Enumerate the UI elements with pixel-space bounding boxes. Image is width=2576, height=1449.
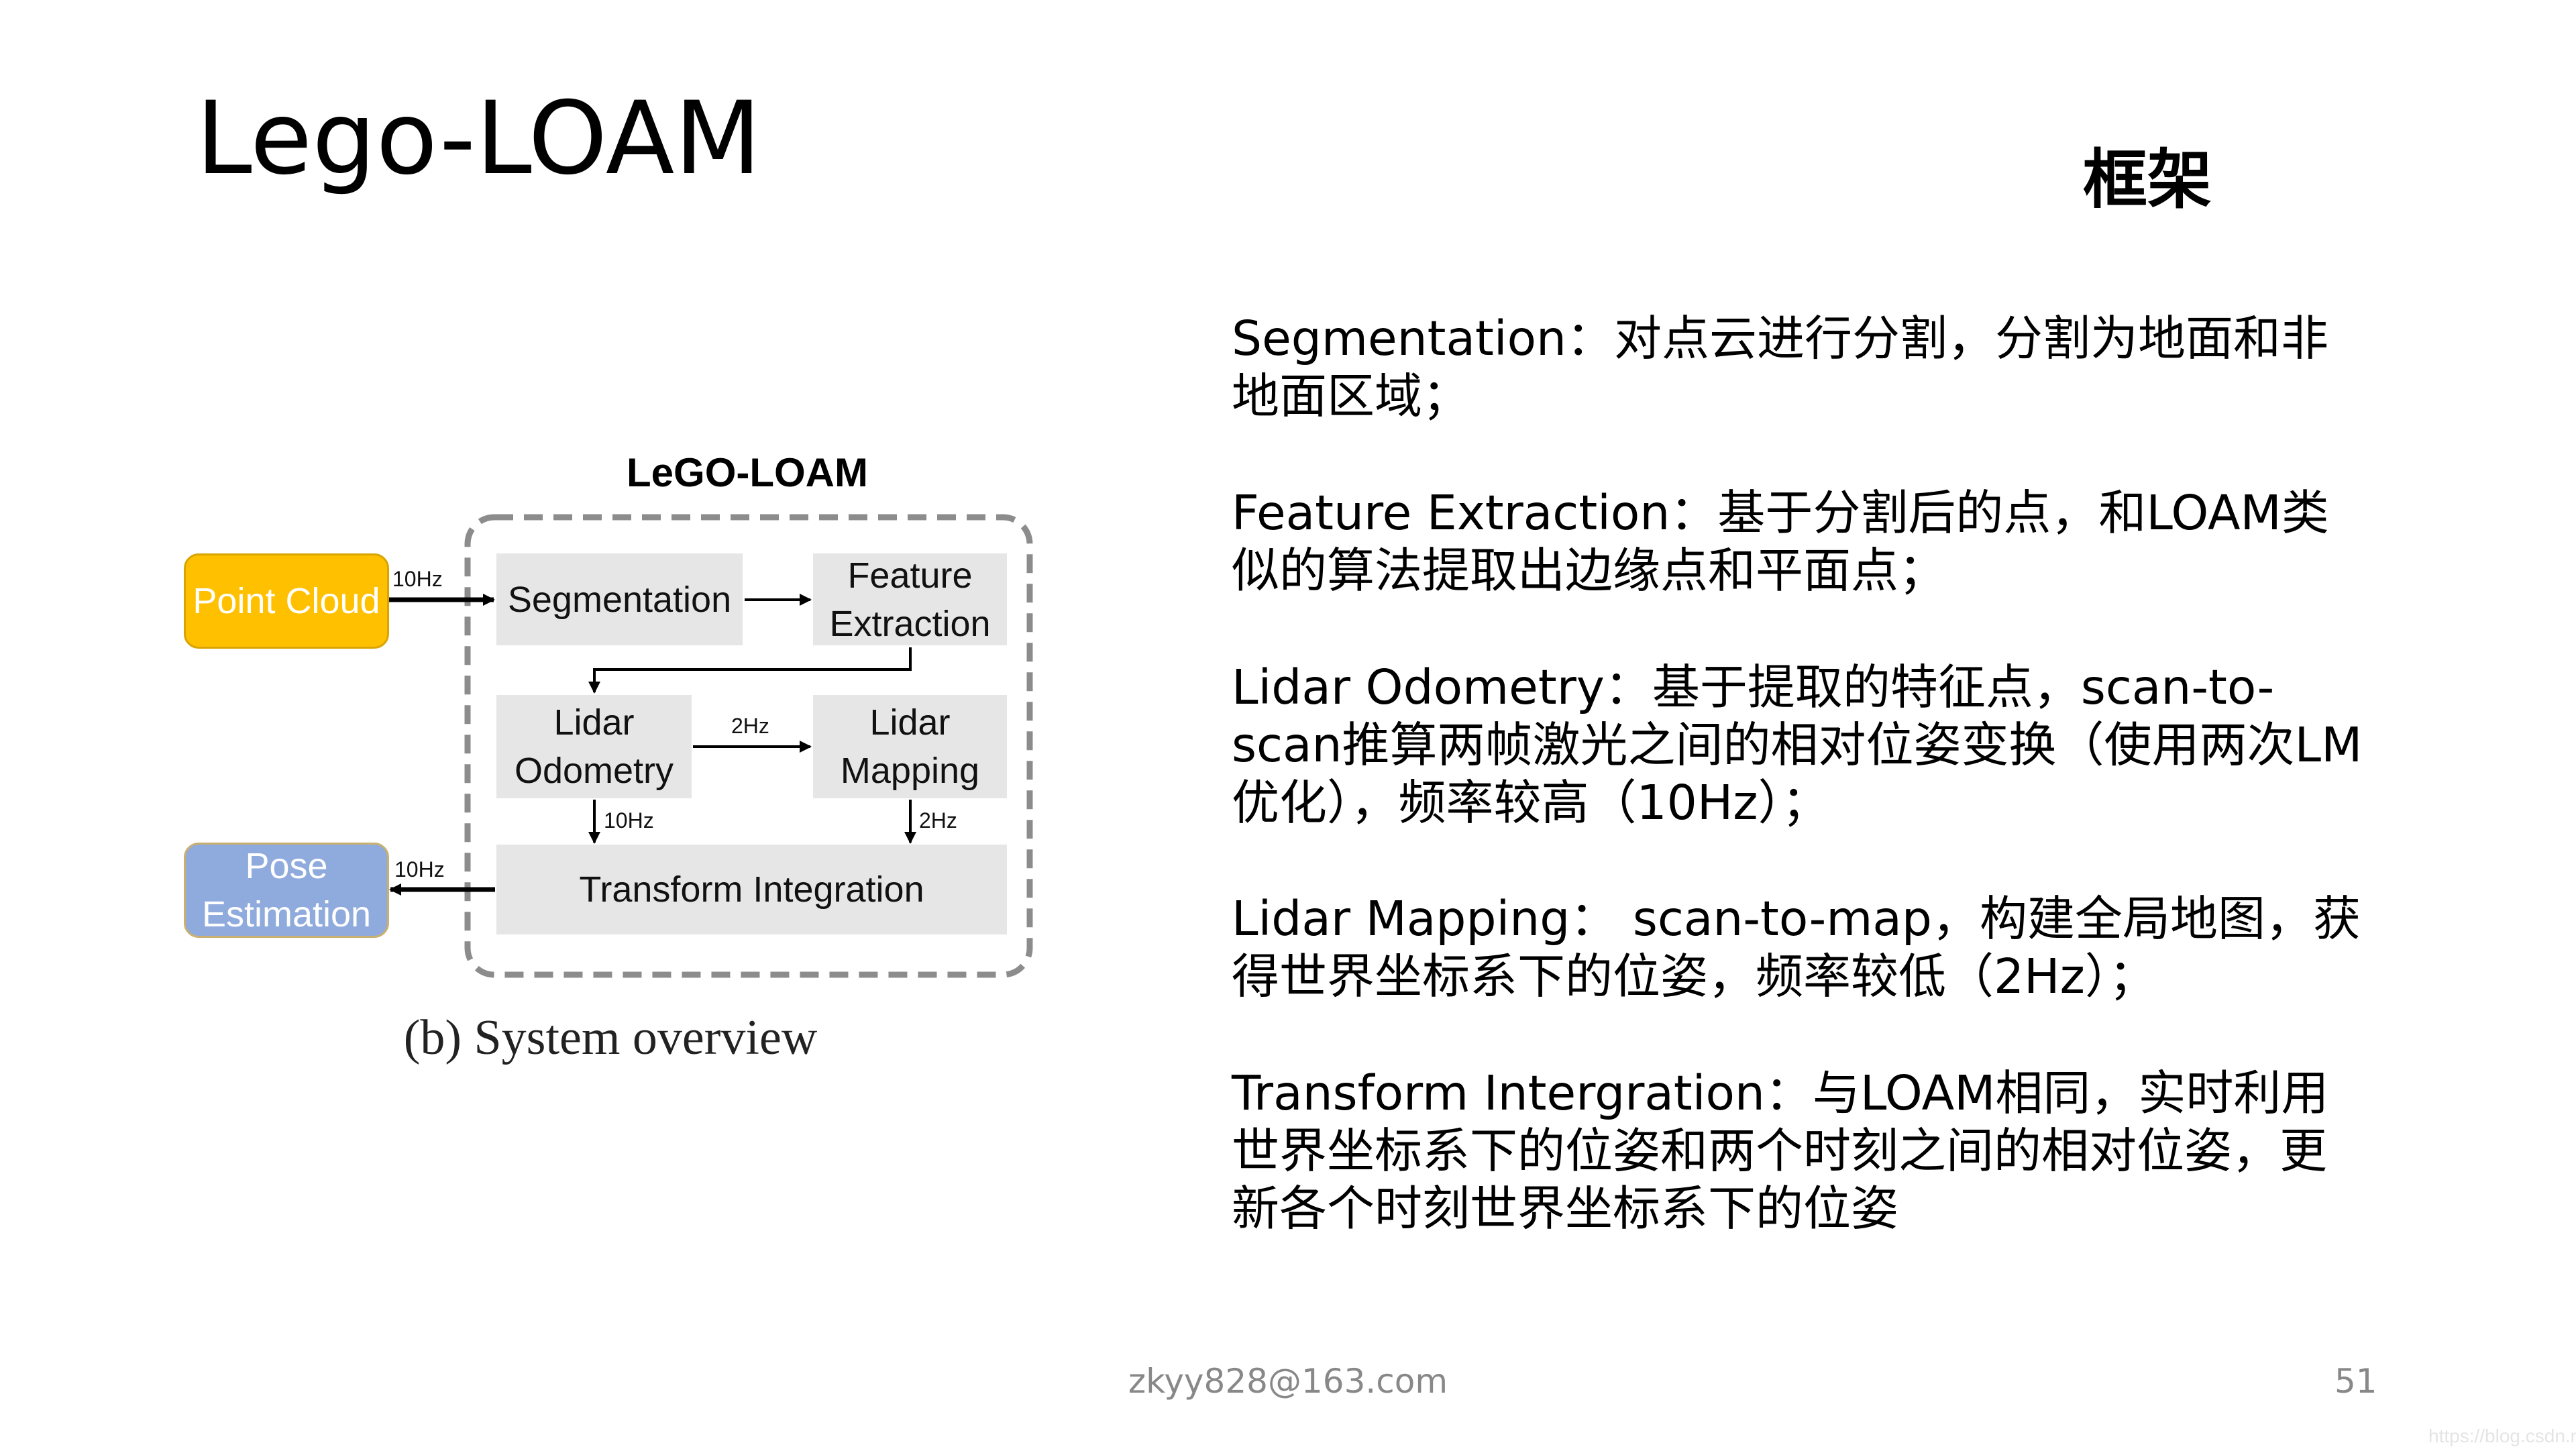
footer-email: zkyy828@163.com bbox=[1128, 1362, 1448, 1401]
paragraph-segmentation: Segmentation：对点云进行分割，分割为地面和非地面区域； bbox=[1232, 311, 2329, 424]
transform-integration-node: Transform Integration bbox=[496, 845, 1007, 934]
segmentation-node: Segmentation bbox=[496, 553, 743, 645]
slide-title: Lego-LOAM bbox=[196, 80, 761, 197]
rate-label-odom-to-map: 2Hz bbox=[731, 714, 769, 738]
paragraph-transform-integration: Transform Intergration：与LOAM相同，实时利用世界坐标系… bbox=[1232, 1065, 2329, 1236]
feature-extraction-node: Feature Extraction bbox=[813, 553, 1007, 645]
page-number: 51 bbox=[2334, 1362, 2377, 1401]
rate-label-map-down: 2Hz bbox=[919, 808, 957, 833]
diagram-title: LeGO-LOAM bbox=[627, 450, 868, 495]
watermark: https://blog.csdn.net/zkk9527 bbox=[2428, 1426, 2576, 1446]
slide-subtitle: 框架 bbox=[2083, 142, 2212, 217]
paragraph-feature-extraction: Feature Extraction：基于分割后的点，和LOAM类似的算法提取出… bbox=[1232, 485, 2329, 598]
paragraph-lidar-mapping: Lidar Mapping： scan-to-map，构建全局地图，获得世界坐标… bbox=[1232, 891, 2361, 1004]
figure-caption: (b) System overview bbox=[403, 1010, 818, 1065]
lidar-odometry-node: Lidar Odometry bbox=[496, 695, 692, 798]
paragraph-lidar-odometry: Lidar Odometry：基于提取的特征点，scan-to-scan推算两帧… bbox=[1232, 659, 2363, 830]
rate-label-input: 10Hz bbox=[392, 567, 443, 591]
rate-label-odom-down: 10Hz bbox=[604, 808, 654, 833]
lidar-mapping-node: Lidar Mapping bbox=[813, 695, 1007, 798]
pose-estimation-node: Pose Estimation bbox=[184, 843, 389, 938]
rate-label-output: 10Hz bbox=[394, 857, 445, 881]
arrow-feature-to-odometry bbox=[588, 647, 912, 694]
lego-loam-dashed-boundary bbox=[464, 514, 1033, 978]
point-cloud-node: Point Cloud bbox=[184, 553, 389, 649]
